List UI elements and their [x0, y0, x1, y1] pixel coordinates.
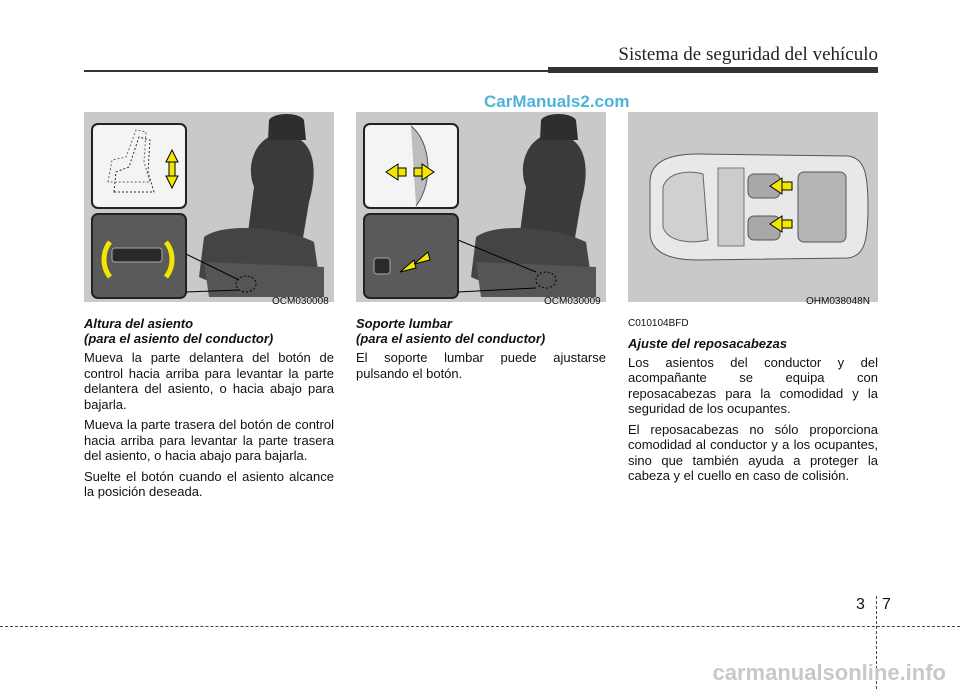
- figure-code: OHM038048N: [806, 296, 870, 307]
- paragraph: El reposacabezas no sólo proporciona com…: [628, 421, 878, 484]
- footer-divider: [0, 626, 960, 627]
- section-heading: Soporte lumbar (para el asiento del cond…: [356, 316, 606, 346]
- figure-lumbar-support: [356, 112, 606, 302]
- figure-code: OCM030008: [272, 296, 329, 307]
- heading-line: Soporte lumbar: [356, 316, 453, 331]
- seat-illustration: [471, 114, 596, 297]
- inset-seat-outline: [91, 123, 187, 209]
- watermark-top: CarManuals2.com: [484, 92, 630, 111]
- heading-line: Altura del asiento: [84, 316, 194, 331]
- watermark-bottom: carmanualsonline.info: [712, 660, 947, 685]
- paragraph: El soporte lumbar puede ajustarse pulsan…: [356, 350, 606, 381]
- figure-code: OCM030009: [544, 296, 601, 307]
- page-number: 7: [882, 596, 891, 613]
- arrow-left-icon: [769, 177, 793, 195]
- section-code: C010104BFD: [628, 318, 689, 329]
- arrow-up-down-icon: [165, 148, 179, 190]
- heading-subline: (para el asiento del conductor): [84, 331, 274, 346]
- car-top-view-illustration: [649, 153, 869, 261]
- header-title: Sistema de seguridad del vehículo: [618, 44, 878, 65]
- section-lumbar-support: Soporte lumbar (para el asiento del cond…: [356, 316, 606, 386]
- arrow-left-icon: [769, 215, 793, 233]
- figure-car-top-view: [628, 112, 878, 302]
- arrow-left-right-icon: [385, 163, 435, 181]
- section-heading: Ajuste del reposacabezas: [628, 335, 787, 351]
- paragraph: Suelte el botón cuando el asiento alcanc…: [84, 468, 334, 500]
- section-headrest: C010104BFD Ajuste del reposacabezas Los …: [628, 316, 878, 489]
- inset-lumbar-button: [363, 213, 459, 299]
- figure-seat-height: [84, 112, 334, 302]
- section-seat-height: Altura del asiento (para el asiento del …: [84, 316, 334, 505]
- paragraph: Mueva la parte delantera del botón de co…: [84, 350, 334, 412]
- section-number: 3: [856, 596, 865, 613]
- paragraph: Mueva la parte trasera del botón de cont…: [84, 417, 334, 463]
- inset-lumbar: [363, 123, 459, 209]
- paragraph: Los asientos del conductor y del acompañ…: [628, 354, 878, 417]
- header-rule-thin: [84, 70, 550, 72]
- section-heading: Altura del asiento (para el asiento del …: [84, 316, 334, 346]
- seat-illustration: [199, 114, 324, 297]
- page-number-divider: [876, 596, 877, 689]
- header-rule-thick: [548, 67, 878, 73]
- heading-subline: (para el asiento del conductor): [356, 331, 546, 346]
